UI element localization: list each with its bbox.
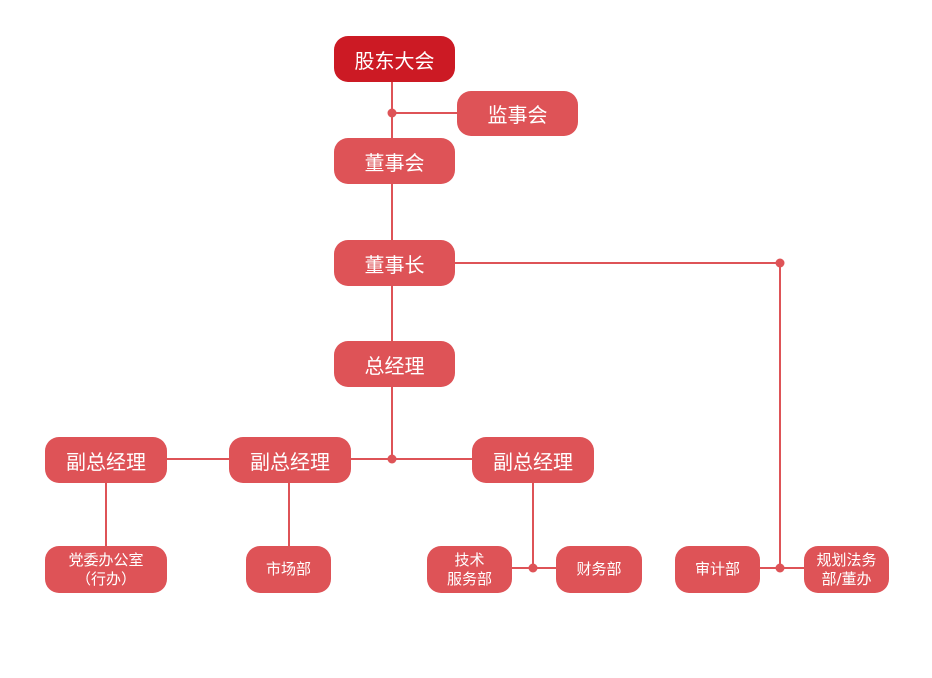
node-general-manager: 总经理 xyxy=(334,341,455,387)
node-vice-gm-left: 副总经理 xyxy=(45,437,167,483)
junction-dot xyxy=(387,108,397,118)
junction-dot xyxy=(775,563,785,573)
junction-dot xyxy=(775,258,785,268)
junction-dot xyxy=(528,563,538,573)
node-audit-dept: 审计部 xyxy=(675,546,760,593)
node-vice-gm-middle: 副总经理 xyxy=(229,437,351,483)
node-shareholders-meeting: 股东大会 xyxy=(334,36,455,82)
node-board-of-directors: 董事会 xyxy=(334,138,455,184)
node-party-committee-office: 党委办公室 （行办） xyxy=(45,546,167,593)
junction-dot xyxy=(387,454,397,464)
node-tech-service-dept: 技术 服务部 xyxy=(427,546,512,593)
node-vice-gm-right: 副总经理 xyxy=(472,437,594,483)
node-marketing-dept: 市场部 xyxy=(246,546,331,593)
node-supervisory-board: 监事会 xyxy=(457,91,578,136)
node-planning-legal-dept: 规划法务 部/董办 xyxy=(804,546,889,593)
node-finance-dept: 财务部 xyxy=(556,546,642,593)
node-chairman: 董事长 xyxy=(334,240,455,286)
